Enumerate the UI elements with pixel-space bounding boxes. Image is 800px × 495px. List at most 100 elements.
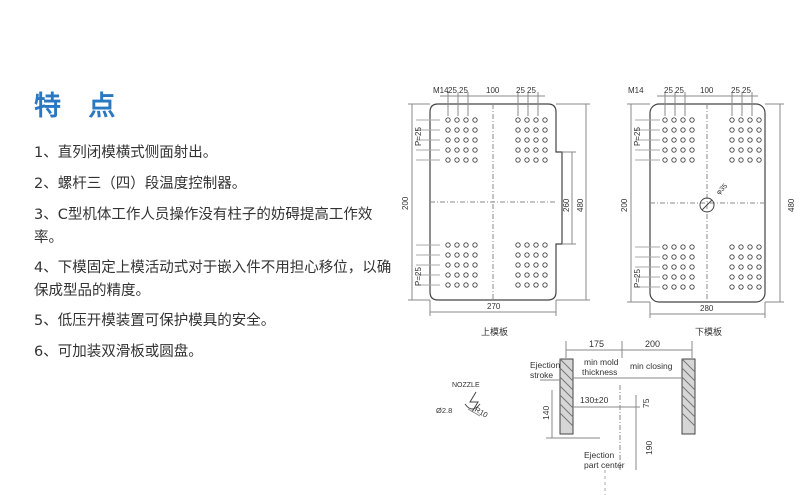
bolt-hole [524,137,530,143]
lower-height-label: 200 [620,198,629,212]
bolt-hole [729,117,735,123]
upper-dim-label: 25 [459,86,468,95]
min-mold-label: thickness [582,367,617,377]
dim-200-label: 200 [645,339,660,349]
bolt-hole [533,117,539,123]
bolt-hole [454,117,460,123]
bolt-hole [738,117,744,123]
bolt-hole [680,117,686,123]
bolt-hole [542,157,548,163]
feature-item: 3、C型机体工作人员操作没有柱子的妨碍提高工作效率。 [34,207,373,246]
bolt-hole [463,262,469,268]
bolt-hole [729,254,735,260]
feature-item: 4、下模固定上模活动式对于嵌入件不用担心移位，以确保成型品的精度。 [34,260,392,299]
bolt-hole [472,117,478,123]
bolt-hole [445,127,451,133]
bolt-hole [533,272,539,278]
feature-item: 5、低压开模装置可保护模具的安全。 [34,313,276,329]
bolt-hole [454,282,460,288]
bolt-hole [680,254,686,260]
bolt-hole [515,137,521,143]
bolt-hole [747,244,753,250]
dim-75-label: 75 [641,398,651,408]
bolt-hole [738,264,744,270]
dim-175-label: 175 [589,339,604,349]
bolt-hole [463,137,469,143]
lower-pitch-top-label: P=25 [633,127,642,146]
bolt-hole [472,262,478,268]
bolt-hole [729,147,735,153]
bolt-hole [756,264,762,270]
bolt-hole [689,147,695,153]
ejection-stroke-label: stroke [530,370,553,380]
upper-pitch-top-label: P=25 [414,127,423,146]
bolt-hole [454,147,460,153]
bolt-hole [747,284,753,290]
bolt-hole [662,117,668,123]
bolt-hole [454,272,460,278]
bolt-hole [533,137,539,143]
bolt-hole [689,157,695,163]
bolt-hole [524,157,530,163]
bolt-hole [472,242,478,248]
section-title: 特 点 [34,91,125,122]
nozzle-diameter-label: Ø2.8 [436,406,452,415]
upper-plate-drawing [408,92,590,316]
bolt-hole [463,157,469,163]
bolt-hole [445,242,451,248]
bolt-hole [680,157,686,163]
bolt-hole [689,137,695,143]
bolt-hole [738,157,744,163]
bolt-hole [533,147,539,153]
bolt-hole [756,147,762,153]
bolt-hole [454,242,460,248]
bolt-hole [680,274,686,280]
bolt-hole [463,242,469,248]
lower-hole-label: φ35 [715,183,729,197]
bolt-hole [542,117,548,123]
bolt-hole [524,282,530,288]
bolt-hole [463,127,469,133]
ejection-stroke-label: Ejection [530,360,561,370]
lower-dim-label: 25 [742,86,751,95]
ejection-center-label: part center [584,460,625,470]
bolt-hole [515,282,521,288]
bolt-hole [738,254,744,260]
bolt-hole [680,244,686,250]
bolt-hole [738,284,744,290]
upper-inner-height-label: 260 [562,198,571,212]
bolt-hole [445,282,451,288]
bolt-hole [756,284,762,290]
bolt-hole [515,262,521,268]
hole-pattern [445,117,762,290]
bolt-hole [472,252,478,258]
bolt-hole [463,272,469,278]
bolt-hole [445,157,451,163]
bolt-hole [738,244,744,250]
bolt-hole [463,117,469,123]
bolt-hole [680,284,686,290]
feature-item: 1、直列闭模横式侧面射出。 [34,145,218,161]
min-mold-label: min mold [584,357,619,367]
bolt-hole [463,282,469,288]
upper-dim-label: 25 [516,86,525,95]
bolt-hole [515,272,521,278]
bolt-hole [533,242,539,248]
upper-m14-label: M14 [433,86,449,95]
bolt-hole [472,272,478,278]
bolt-hole [662,264,668,270]
bolt-hole [533,157,539,163]
bolt-hole [472,282,478,288]
bolt-hole [689,284,695,290]
feature-item: 2、螺杆三（四）段温度控制器。 [34,176,247,192]
ejection-center-label: Ejection [584,450,615,460]
bolt-hole [689,254,695,260]
upper-pitch-bottom-label: P=25 [414,267,423,286]
bolt-hole [472,137,478,143]
bolt-hole [542,127,548,133]
lower-outer-height-label: 480 [787,198,796,212]
bolt-hole [756,244,762,250]
bolt-hole [662,157,668,163]
bolt-hole [671,284,677,290]
bolt-hole [671,254,677,260]
